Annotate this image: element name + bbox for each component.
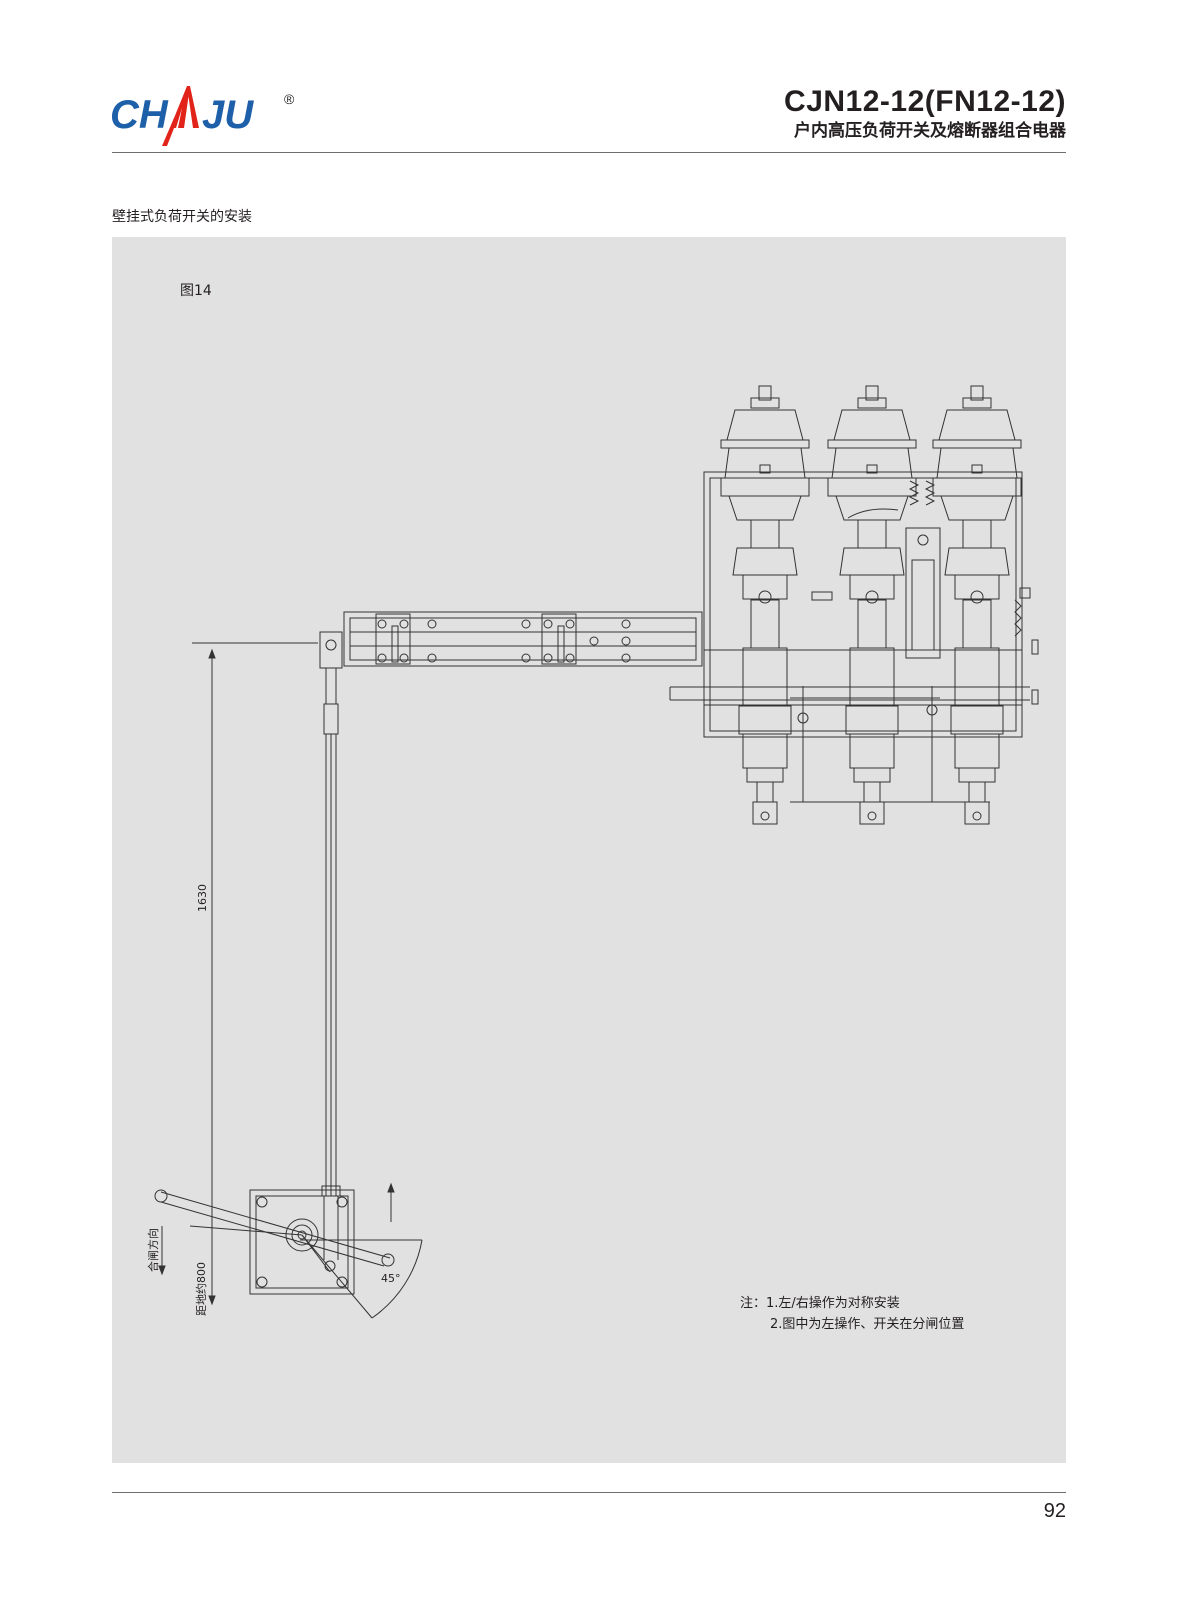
product-name: 户内高压负荷开关及熔断器组合电器 [794,121,1066,141]
figure-note-2: 2.图中为左操作、开关在分闸位置 [770,1317,965,1332]
linkage-arm [343,611,703,667]
title-block: CJN12-12(FN12-12) 户内高压负荷开关及熔断器组合电器 [784,84,1066,142]
registered-mark: ® [284,91,295,107]
svg-text:JU: JU [202,93,254,137]
angle-label: 45° [381,1272,401,1285]
close-direction-label: 合闸方向 [147,1228,160,1272]
page-number: 92 [1043,1500,1066,1522]
phase-3 [932,385,1022,825]
figure-panel [112,237,1066,1463]
figure-label: 图14 [180,283,212,299]
handle-mount [154,1189,423,1319]
dimension-lines [158,642,395,1306]
svg-text:CH: CH [110,93,169,137]
dimension-ground: 距地约800 [195,1262,208,1316]
phase-1 [720,385,810,825]
dimension-height: 1630 [196,884,209,912]
vertical-rod [319,631,343,1197]
section-title: 壁挂式负荷开关的安装 [112,209,252,225]
chaju-logo: CH JU ® [110,86,295,146]
figure-note-1: 注：1.左/右操作为对称安装 [740,1296,900,1311]
footer-rule [112,1492,1066,1493]
header-rule [112,152,1066,153]
model-title: CJN12-12(FN12-12) [784,85,1066,118]
operating-mechanism [790,480,1039,803]
phase-2 [827,385,917,825]
